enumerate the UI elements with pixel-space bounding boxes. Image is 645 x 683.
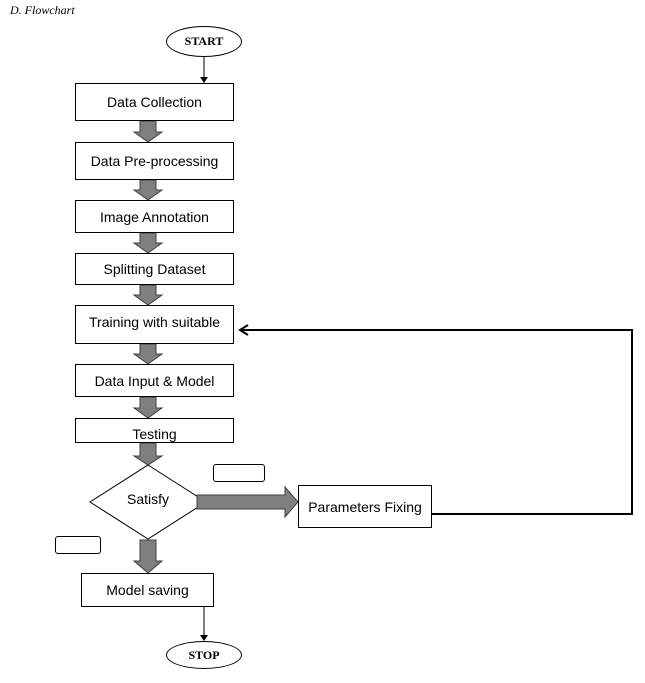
stop-arrowhead xyxy=(200,635,208,641)
block-arrow-7 xyxy=(132,442,164,466)
image-annotation-box: Image Annotation xyxy=(75,200,234,233)
section-title: D. Flowchart xyxy=(10,3,75,17)
training-box: Training with suitable xyxy=(75,305,234,344)
parameters-fixing-box: Parameters Fixing xyxy=(298,485,432,528)
no-label-box xyxy=(55,536,101,554)
block-arrow-8 xyxy=(132,539,164,574)
start-node: START xyxy=(166,26,242,57)
splitting-dataset-box: Splitting Dataset xyxy=(75,253,234,285)
block-arrow-1 xyxy=(132,120,164,143)
block-arrow-right xyxy=(196,485,299,519)
testing-box: Testing xyxy=(75,418,234,443)
block-arrow-3 xyxy=(132,232,164,254)
feedback-loop-line xyxy=(240,329,633,515)
feedback-arrowhead xyxy=(238,324,249,336)
block-arrow-5 xyxy=(132,343,164,365)
stop-node: STOP xyxy=(166,641,242,669)
start-arrowhead xyxy=(200,77,208,83)
data-input-model-box: Data Input & Model xyxy=(75,364,234,397)
model-saving-box: Model saving xyxy=(81,573,214,607)
block-arrow-6 xyxy=(132,396,164,419)
data-collection-box: Data Collection xyxy=(75,83,234,121)
yes-label-box xyxy=(213,464,265,482)
satisfy-label: Satisfy xyxy=(127,491,170,507)
data-preprocessing-box: Data Pre-processing xyxy=(75,142,234,180)
block-arrow-4 xyxy=(132,284,164,306)
satisfy-decision xyxy=(89,464,207,540)
block-arrow-2 xyxy=(132,179,164,201)
